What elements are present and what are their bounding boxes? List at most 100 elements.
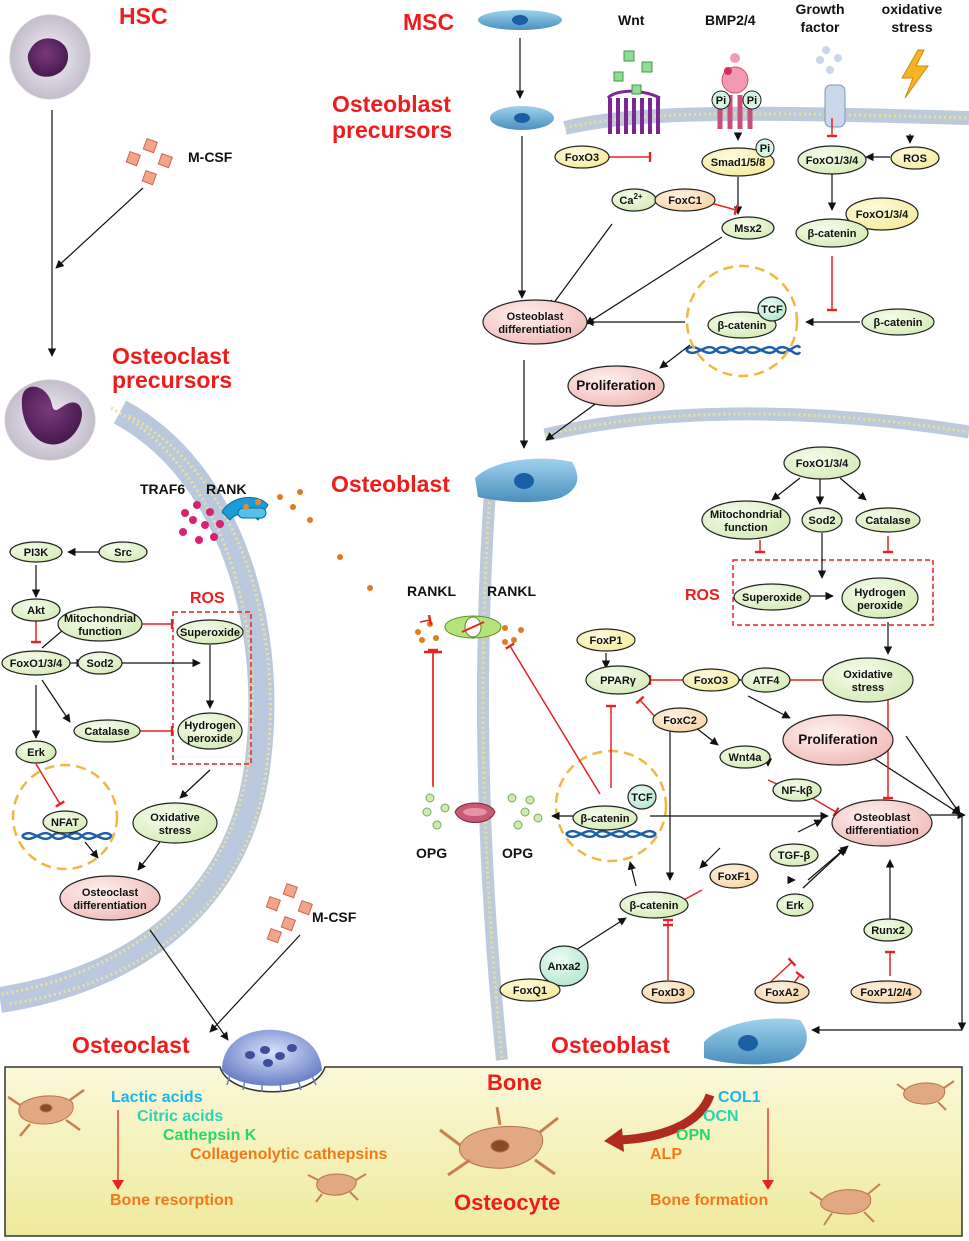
node-pi3k: PI3K: [9, 541, 63, 563]
node-foxa2: FoxA2: [754, 980, 810, 1004]
node-ros-node: ROS: [890, 146, 940, 170]
dna-top: [685, 344, 802, 356]
node-label-h2o2-right: Hydrogen: [854, 587, 906, 599]
node-foxp124: FoxP1/2/4: [850, 980, 922, 1004]
opg-receptor: [454, 802, 496, 823]
node-shape: [890, 146, 940, 170]
node-nfat: NFAT: [42, 810, 88, 834]
node-label-mito-right: function: [724, 522, 768, 534]
node-label-tcf: TCF: [761, 304, 783, 316]
inhibition-arrows: [31, 118, 895, 991]
node-label-ros-node: ROS: [903, 153, 927, 165]
node-shape: [757, 296, 787, 322]
osteocyte-right-top: [896, 1080, 955, 1111]
node-shape: [741, 667, 791, 693]
bone-lactic: Lactic acids: [111, 1089, 203, 1106]
dna-left: [21, 831, 113, 841]
node-label-foxf1: FoxF1: [718, 871, 750, 883]
ros-box-right: [732, 559, 934, 626]
phosphate-label: Pi: [747, 95, 757, 107]
osteocyte-left: [7, 1088, 85, 1137]
node-shape: [482, 299, 588, 345]
node-shape: [9, 541, 63, 563]
node-atf4: ATF4: [741, 667, 791, 693]
arrow-head-formation: [762, 1180, 774, 1190]
node-tgfb: TGF-β: [769, 843, 819, 867]
nucleus-top: [685, 264, 799, 378]
bone-ocn: OCN: [703, 1108, 739, 1125]
msc-membrane: [563, 106, 969, 135]
node-label-prolif-mid: Proliferation: [798, 732, 878, 747]
osteocyte-cell: [439, 1106, 559, 1177]
node-foxo3-mid: FoxO3: [682, 668, 740, 692]
node-src: Src: [98, 541, 148, 563]
label-mcsf-top: M-CSF: [188, 149, 233, 165]
node-shape: [499, 978, 561, 1002]
phosphate-2: Pi: [755, 138, 775, 158]
node-shape: [797, 145, 867, 175]
node-label-mito-right: Mitochondrial: [710, 509, 782, 521]
node-foxo3-top: FoxO3: [554, 145, 610, 169]
node-shape: [861, 308, 935, 336]
node-erk-right: Erk: [776, 893, 814, 917]
node-shape: [719, 745, 771, 769]
arrow-head-resorption: [112, 1180, 124, 1190]
label-rankl-left: RANKL: [407, 583, 456, 599]
node-shape: [177, 712, 243, 750]
node-erk-left: Erk: [15, 740, 57, 764]
node-label-oxstress-left: stress: [159, 825, 191, 837]
node-label-h2o2-right: peroxide: [857, 600, 903, 612]
lightning-icon: [901, 49, 929, 99]
label-rank: RANK: [206, 481, 246, 497]
label-opg-right: OPG: [502, 845, 533, 861]
rankl-receptor: [444, 615, 502, 639]
mcsf-cubes-top: [125, 137, 173, 186]
node-label-nfkb: NF-kβ: [781, 785, 812, 797]
osteoblast-membrane: [476, 407, 969, 1061]
node-tcf: TCF: [757, 296, 787, 322]
node-label-foxo-bc: FoxO1/3/4: [856, 209, 909, 221]
rank-receptor: [221, 497, 269, 521]
node-shape: [619, 891, 689, 919]
gf-receptor: [816, 46, 846, 128]
node-shape: [783, 446, 861, 480]
node-shape: [682, 668, 740, 692]
node-label-bcat-low: β-catenin: [630, 900, 679, 912]
phosphate-label: Pi: [716, 95, 726, 107]
node-label-bcat-nuc-mid: β-catenin: [581, 813, 630, 825]
ros-box-left: [172, 611, 252, 765]
label-factor: factor: [801, 19, 840, 35]
label-traf6: TRAF6: [140, 481, 185, 497]
node-label-foxp1: FoxP1: [589, 635, 622, 647]
node-label-foxo3-top: FoxO3: [565, 152, 599, 164]
node-label-bcat-top: β-catenin: [808, 228, 857, 240]
node-shape: [863, 918, 913, 942]
node-foxc1: FoxC1: [654, 188, 716, 212]
label-wnt: Wnt: [618, 12, 645, 28]
node-label-tgfb: TGF-β: [778, 850, 811, 862]
osteoclast-precursor-cell: [4, 379, 96, 461]
phosphate-circle: [755, 138, 775, 158]
node-label-oxstress-right: stress: [852, 682, 884, 694]
node-label-smad: Smad1/5/8: [711, 157, 765, 169]
bone-citric: Citric acids: [137, 1108, 223, 1125]
node-label-bcat-right: β-catenin: [874, 317, 923, 329]
node-label-sod2-left: Sod2: [87, 658, 114, 670]
node-shape: [721, 216, 775, 240]
node-label-nfat: NFAT: [51, 817, 79, 829]
phosphate-circle: [742, 90, 762, 110]
node-anxa2: Anxa2: [539, 945, 589, 987]
node-shape: [701, 500, 791, 540]
node-shape: [57, 606, 143, 642]
node-label-superoxide-left: Superoxide: [180, 627, 240, 639]
node-label-foxo-left: FoxO1/3/4: [10, 658, 63, 670]
node-label-h2o2-left: Hydrogen: [184, 720, 236, 732]
node-label-oxstress-right: Oxidative: [843, 669, 893, 681]
node-label-foxo-top: FoxO1/3/4: [806, 155, 859, 167]
